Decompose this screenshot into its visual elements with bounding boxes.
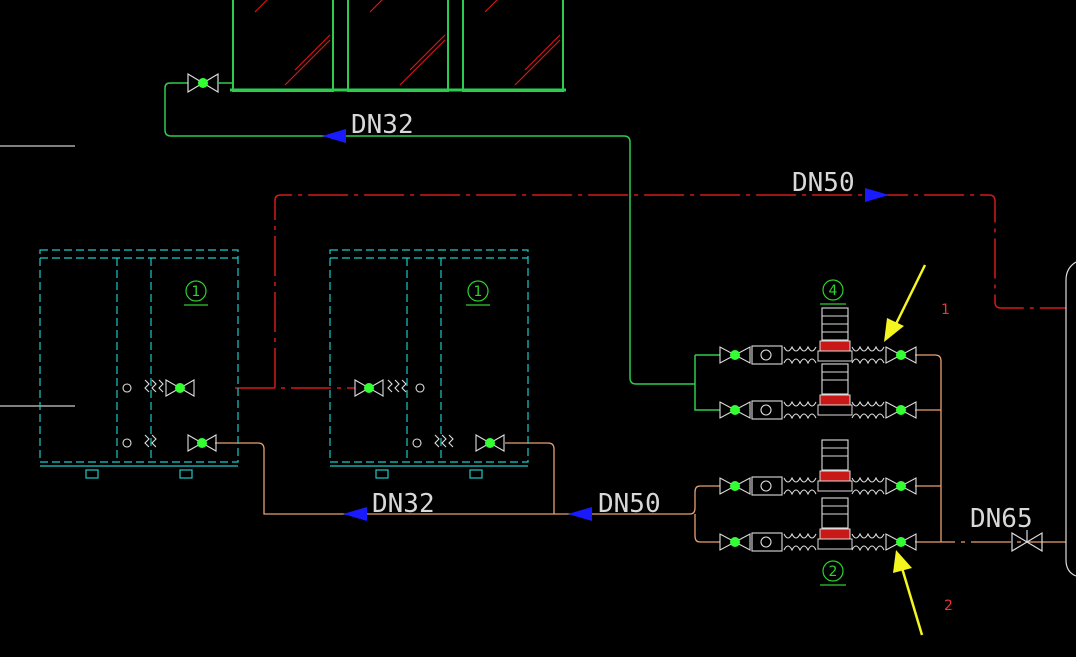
valve-indicator — [485, 438, 495, 448]
collector-panels — [230, 0, 566, 92]
pipe-label-dn32-top: DN32 — [351, 110, 414, 140]
chiller-unit-2 — [329, 249, 529, 479]
flow-arrow — [322, 129, 346, 143]
valve-indicator — [197, 438, 207, 448]
flow-arrows — [322, 129, 889, 521]
chiller-2-tag-text: 1 — [474, 284, 483, 300]
pump-group-bottom-tag-text: 2 — [829, 564, 838, 580]
callout-number-1: 1 — [941, 302, 950, 318]
pipe-label-dn32-return: DN32 — [372, 489, 435, 519]
chiller-2-valves[interactable] — [354, 379, 505, 452]
flow-arrow — [568, 507, 592, 521]
outlet-valve[interactable] — [1011, 530, 1043, 553]
pump-group — [719, 307, 917, 552]
pump-group-bottom-tag: 2 — [820, 560, 846, 586]
pump-body[interactable] — [817, 497, 853, 550]
chiller-1-tag: 1 — [184, 280, 208, 306]
chiller-1-valves[interactable] — [122, 379, 217, 452]
chiller-unit-1 — [39, 249, 239, 479]
pump-body[interactable] — [817, 363, 853, 416]
valve-indicator — [364, 383, 374, 393]
pipe-label-dn65: DN65 — [970, 504, 1033, 534]
callout-number-2: 2 — [944, 598, 953, 614]
top-valve[interactable] — [187, 72, 233, 94]
pump-valve-indicators — [730, 350, 906, 547]
red-supply-pipe — [235, 194, 1066, 389]
pump-group-top-tag-text: 4 — [829, 283, 838, 299]
return-pipe — [215, 354, 1066, 543]
storage-tank — [1065, 261, 1076, 577]
pump-body[interactable] — [817, 439, 853, 492]
flow-arrow — [865, 188, 889, 202]
callout-arrow-bottom — [893, 550, 924, 636]
green-supply-pipe — [164, 82, 720, 411]
pipe-label-dn50-top: DN50 — [792, 168, 855, 198]
pump-body[interactable] — [817, 307, 853, 362]
valve-indicator — [175, 383, 185, 393]
panel-hatching — [254, 0, 561, 86]
chiller-2-tag: 1 — [466, 280, 490, 306]
flow-arrow — [343, 507, 367, 521]
callout-arrow-top — [884, 264, 927, 342]
chiller-1-tag-text: 1 — [192, 284, 201, 300]
edge-stubs — [0, 145, 75, 407]
pipe-label-dn50-return: DN50 — [598, 489, 661, 519]
pump-group-top-tag: 4 — [820, 279, 846, 305]
